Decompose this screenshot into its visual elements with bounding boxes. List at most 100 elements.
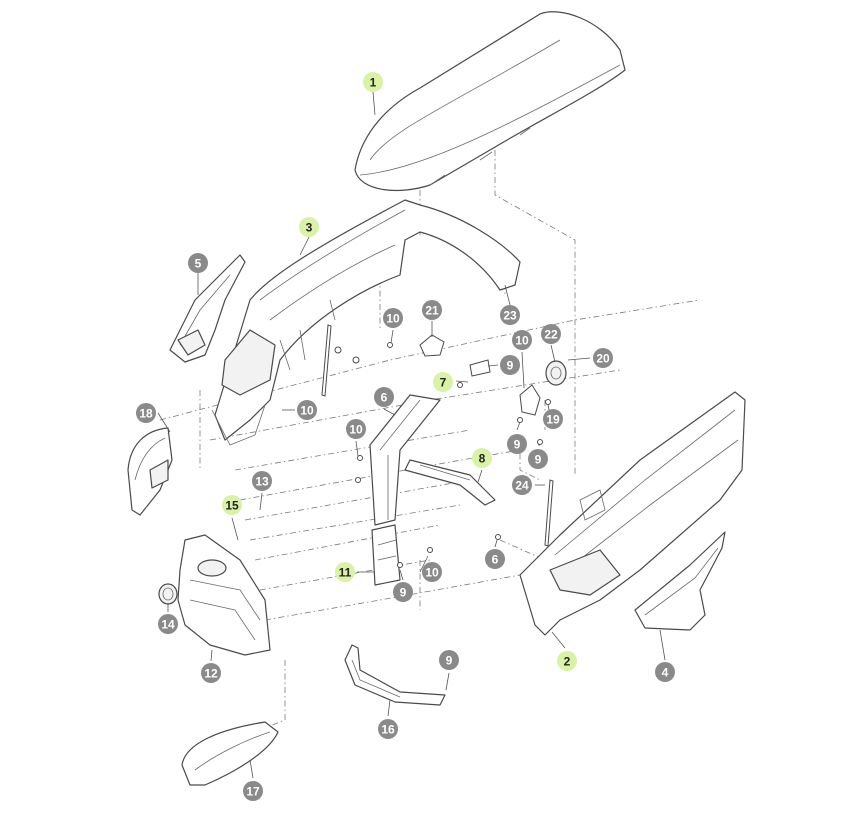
callout-11: 11 (335, 562, 355, 582)
callout-label: 7 (440, 376, 447, 390)
callout-label: 20 (596, 352, 610, 366)
part-18-left-bracket (127, 427, 173, 516)
callout-circle (222, 495, 242, 515)
callout-2: 2 (557, 651, 577, 671)
callout-circle (500, 305, 520, 325)
part-8-cross-bracket (404, 459, 496, 506)
callout-6: 6 (374, 387, 394, 407)
callout-label: 8 (479, 452, 486, 466)
callout-circle (512, 330, 532, 350)
callout-label: 24 (515, 479, 529, 493)
callout-label: 10 (300, 404, 314, 418)
part-17-bottom-cover (181, 721, 279, 786)
callout-5: 5 (188, 253, 208, 273)
callout-label: 9 (446, 654, 453, 668)
callout-circle (378, 719, 398, 739)
callout-label: 2 (564, 655, 571, 669)
callout-21: 21 (422, 300, 442, 320)
leader-lines (157, 91, 666, 779)
callout-circle (243, 781, 263, 801)
callout-label: 1 (370, 76, 377, 90)
callout-label: 10 (515, 334, 529, 348)
callout-label: 14 (161, 618, 175, 632)
callout-20: 20 (593, 348, 613, 368)
callout-label: 17 (246, 785, 260, 799)
part-14-emblem (158, 583, 178, 605)
callout-circle (374, 387, 394, 407)
callout-label: 19 (546, 413, 560, 427)
callout-label: 9 (400, 586, 407, 600)
part-2-right-panel (519, 391, 746, 636)
callout-circle (485, 549, 505, 569)
callout-10: 10 (297, 400, 317, 420)
part-24-rod (321, 324, 554, 547)
part-5-left-trim (169, 254, 246, 363)
callout-circle (543, 409, 563, 429)
callout-label: 6 (492, 553, 499, 567)
callout-19: 19 (543, 409, 563, 429)
callout-circle (655, 662, 675, 682)
callout-label: 9 (507, 359, 514, 373)
callout-label: 9 (535, 453, 542, 467)
callout-18: 18 (136, 403, 156, 423)
callout-label: 4 (662, 666, 669, 680)
callout-12: 12 (201, 663, 221, 683)
callout-9: 9 (507, 434, 527, 454)
callout-circle (472, 448, 492, 468)
callout-16: 16 (378, 719, 398, 739)
callout-label: 13 (255, 475, 269, 489)
callout-circle (393, 582, 413, 602)
callout-label: 10 (386, 312, 400, 326)
callout-circle (507, 434, 527, 454)
callout-circle (299, 217, 319, 237)
callout-circle (252, 471, 272, 491)
callout-label: 11 (339, 566, 352, 580)
callout-circle (422, 562, 442, 582)
callout-circle (383, 308, 403, 328)
callout-circle (188, 253, 208, 273)
callout-label: 3 (306, 221, 313, 235)
callout-15: 15 (222, 495, 242, 515)
small-hardware-parts (334, 334, 567, 568)
callout-4: 4 (655, 662, 675, 682)
callout-label: 15 (225, 499, 239, 513)
callout-10: 10 (422, 562, 442, 582)
callout-13: 13 (252, 471, 272, 491)
callout-circle (500, 355, 520, 375)
callout-3: 3 (299, 217, 319, 237)
callout-7: 7 (433, 372, 453, 392)
callout-10: 10 (512, 330, 532, 350)
callout-circle (557, 651, 577, 671)
callout-label: 21 (425, 304, 439, 318)
callout-label: 18 (139, 407, 153, 421)
callout-circle (346, 419, 366, 439)
callout-label: 22 (544, 328, 558, 342)
callout-circle (158, 614, 178, 634)
callout-circle (433, 372, 453, 392)
part-16-bumper-strip (344, 644, 446, 706)
callout-label: 6 (381, 391, 388, 405)
callout-label: 16 (381, 723, 395, 737)
part-1-hood-cover (354, 11, 626, 191)
callout-circle (297, 400, 317, 420)
callout-circle (335, 562, 355, 582)
callout-14: 14 (158, 614, 178, 634)
callout-9: 9 (439, 650, 459, 670)
callout-circle (528, 449, 548, 469)
callout-8: 8 (472, 448, 492, 468)
callout-label: 9 (514, 438, 521, 452)
callout-22: 22 (541, 324, 561, 344)
callout-9: 9 (500, 355, 520, 375)
callout-label: 12 (204, 667, 218, 681)
callout-circle (136, 403, 156, 423)
part-3-upper-frame (211, 199, 521, 446)
callout-circle (541, 324, 561, 344)
callout-circle (512, 475, 532, 495)
callout-6: 6 (485, 549, 505, 569)
callout-label: 10 (349, 423, 363, 437)
callout-circle (439, 650, 459, 670)
part-7-frame-post (369, 394, 441, 586)
callout-9: 9 (528, 449, 548, 469)
